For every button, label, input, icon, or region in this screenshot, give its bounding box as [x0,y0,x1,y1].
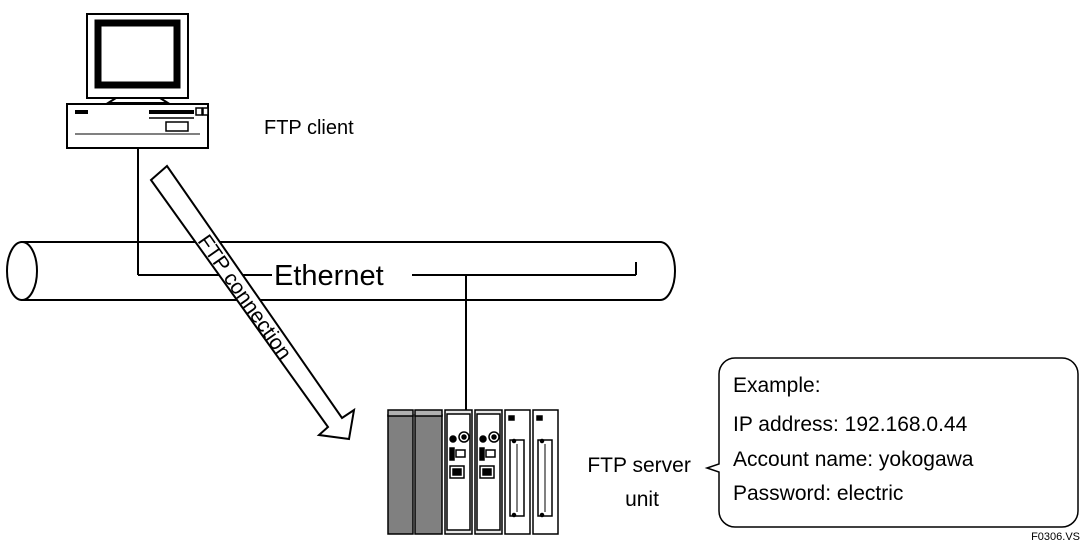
ftp-server-label-line2: unit [625,488,659,511]
callout-ip-address: IP address: 192.168.0.44 [733,413,968,436]
ftp-server-label: FTP server unit [587,454,696,511]
network-wiring [137,148,637,412]
ftp-server-unit-icon [387,409,559,535]
ethernet-cable [6,241,676,301]
callout-account-name: Account name: yokogawa [733,448,974,471]
ftp-server-label-line1: FTP server [587,454,690,477]
callout-password: Password: electric [733,482,903,505]
ftp-client-label: FTP client [264,117,354,139]
ftp-client-computer-icon [66,13,209,149]
ftp-connection-arrow [149,164,356,441]
server-settings-callout [704,357,1079,528]
callout-heading: Example: [733,374,821,397]
ethernet-label: Ethernet [274,260,384,292]
figure-id: F0306.VS [1031,531,1080,542]
